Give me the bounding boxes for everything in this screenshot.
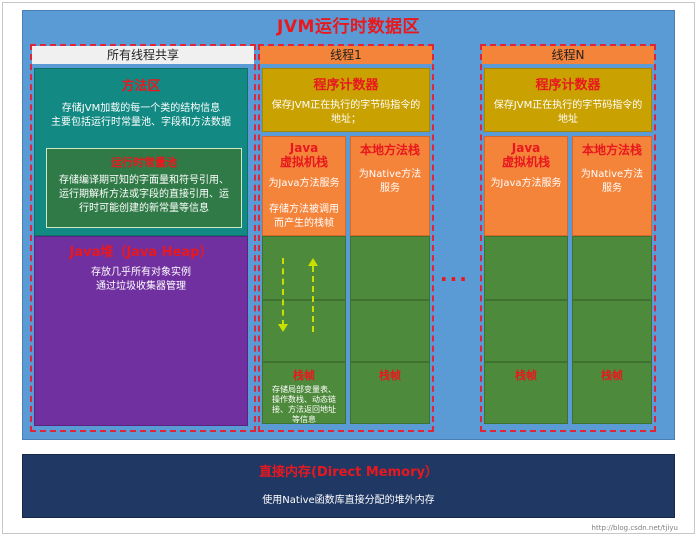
threadN-native-desc-1: 为Native方法	[580, 169, 644, 180]
thread1-native-desc-1: 为Native方法	[358, 169, 422, 180]
thread1-region	[258, 44, 434, 432]
runtime-pool-desc-1: 存储编译期可知的字面量和符号引用、	[59, 175, 229, 186]
shared-header: 所有线程共享	[32, 46, 254, 64]
threadN-java-stack: Java 虚拟机栈 为Java方法服务	[484, 136, 568, 236]
threadN-header: 线程N	[482, 46, 654, 64]
thread1-frame-desc-1: 存储局部变量表、	[272, 385, 336, 394]
thread1-frame-desc-2: 操作数栈、动态链	[272, 395, 336, 404]
method-area-desc-1: 存储JVM加载的每一个类的结构信息	[61, 103, 221, 114]
thread1-java-frame-label: 栈帧	[293, 369, 315, 382]
ellipsis: ...	[440, 262, 469, 286]
threadN-java-frame-1	[484, 236, 568, 300]
thread1-frame-desc-4: 等信息	[292, 415, 316, 424]
direct-memory-desc: 使用Native函数库直接分配的堆外内存	[262, 495, 435, 506]
pop-arrow-head	[308, 258, 318, 266]
thread1-native-desc-2: 服务	[380, 183, 400, 194]
threadN-native-frame-1	[572, 236, 652, 300]
threadN-region	[480, 44, 656, 432]
thread1-native-frame-label: 栈帧	[379, 369, 401, 382]
thread1-java-stack-desc2-1: 存储方法被调用	[269, 204, 339, 215]
threadN-native-frame-3: 栈帧	[572, 362, 652, 424]
diagram-title: JVM运行时数据区	[277, 17, 420, 37]
thread1-pc-desc-2: 地址；	[331, 114, 361, 125]
push-arrow-head	[278, 324, 288, 332]
thread1-java-stack-title-1: Java	[289, 141, 319, 155]
pop-arrow-line	[312, 266, 314, 332]
runtime-pool-title: 运行时常量池	[111, 156, 177, 169]
threadN-pc-desc-2: 地址	[558, 114, 578, 125]
thread1-java-stack-desc1: 为Java方法服务	[268, 178, 340, 189]
thread1-frame-desc-3: 接、方法返回地址	[272, 405, 336, 414]
runtime-pool-desc-3: 行时可能创建的新常量等信息	[79, 203, 209, 214]
thread1-native-frame-2	[350, 300, 430, 362]
heap-desc-2: 通过垃圾收集器管理	[96, 281, 186, 292]
threadN-java-stack-title-2: 虚拟机栈	[501, 155, 550, 169]
thread1-header: 线程1	[260, 46, 432, 64]
thread1-pc-title: 程序计数器	[313, 78, 379, 93]
threadN-native-stack: 本地方法栈 为Native方法 服务	[572, 136, 652, 236]
runtime-constant-pool: 运行时常量池 存储编译期可知的字面量和符号引用、 运行期解析方法或字段的直接引用…	[46, 148, 242, 228]
runtime-pool-desc-2: 运行期解析方法或字段的直接引用、运	[59, 189, 229, 200]
threadN-pc-desc-1: 保存JVM正在执行的字节码指令的	[493, 100, 643, 111]
threadN-native-stack-title: 本地方法栈	[581, 143, 642, 157]
watermark: http://blog.csdn.net/tjiyu	[591, 524, 678, 532]
thread1-native-stack: 本地方法栈 为Native方法 服务	[350, 136, 430, 236]
threadN-java-stack-title-1: Java	[511, 141, 541, 155]
method-area-title: 方法区	[121, 79, 161, 94]
thread1-java-frame-2	[262, 300, 346, 362]
direct-memory: 直接内存(Direct Memory） 使用Native函数库直接分配的堆外内存	[22, 454, 675, 518]
thread1-pc-desc-1: 保存JVM正在执行的字节码指令的	[271, 100, 421, 111]
thread1-java-frame-3: 栈帧 存储局部变量表、 操作数栈、动态链 接、方法返回地址 等信息	[262, 362, 346, 424]
method-area-desc-2: 主要包括运行时常量池、字段和方法数据	[51, 117, 231, 128]
threadN-native-frame-label: 栈帧	[601, 369, 623, 382]
java-heap: Java堆（Java Heap） 存放几乎所有对象实例 通过垃圾收集器管理	[34, 236, 248, 426]
threadN-java-frame-3: 栈帧	[484, 362, 568, 424]
thread1-native-frame-3: 栈帧	[350, 362, 430, 424]
threadN-native-desc-2: 服务	[602, 183, 622, 194]
thread1-java-stack-desc2-2: 而产生的栈帧	[274, 218, 334, 229]
thread1-java-stack-title-2: 虚拟机栈	[279, 155, 328, 169]
threadN-java-stack-desc1: 为Java方法服务	[490, 178, 562, 189]
push-arrow-line	[282, 258, 284, 326]
threadN-native-frame-2	[572, 300, 652, 362]
thread1-java-stack: Java 虚拟机栈 为Java方法服务 存储方法被调用 而产生的栈帧	[262, 136, 346, 236]
thread1-native-stack-title: 本地方法栈	[359, 143, 420, 157]
threadN-java-frame-label: 栈帧	[515, 369, 537, 382]
threadN-java-frame-2	[484, 300, 568, 362]
thread1-java-frame-1	[262, 236, 346, 300]
shared-region	[30, 44, 256, 432]
direct-memory-title: 直接内存(Direct Memory）	[259, 465, 438, 480]
threadN-pc: 程序计数器 保存JVM正在执行的字节码指令的 地址	[484, 68, 652, 132]
heap-title: Java堆（Java Heap）	[69, 245, 213, 260]
threadN-pc-title: 程序计数器	[535, 78, 601, 93]
thread1-pc: 程序计数器 保存JVM正在执行的字节码指令的 地址；	[262, 68, 430, 132]
thread1-native-frame-1	[350, 236, 430, 300]
heap-desc-1: 存放几乎所有对象实例	[91, 267, 191, 278]
